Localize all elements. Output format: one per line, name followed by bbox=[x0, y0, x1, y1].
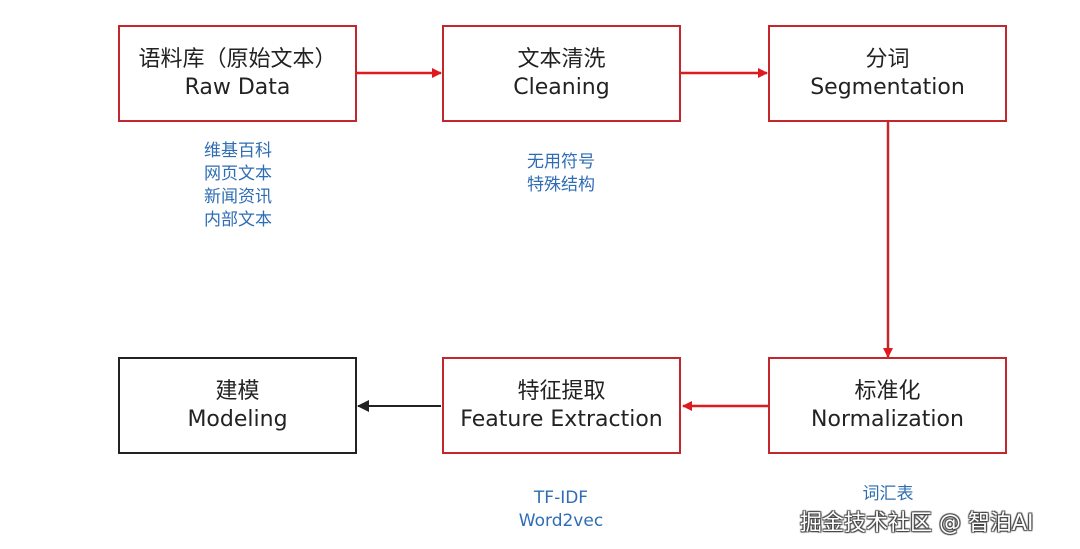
step-en: Raw Data bbox=[184, 74, 291, 100]
note-feature-extraction: TF-IDF Word2vec bbox=[501, 487, 621, 533]
note-line: 内部文本 bbox=[204, 210, 272, 230]
step-cleaning: 文本清洗 Cleaning bbox=[442, 25, 681, 122]
note-line: 特殊结构 bbox=[527, 175, 595, 195]
step-zh: 文本清洗 bbox=[517, 46, 606, 72]
step-en: Segmentation bbox=[810, 74, 965, 100]
step-zh: 建模 bbox=[215, 378, 260, 404]
step-raw-data: 语料库（原始文本） Raw Data bbox=[118, 25, 357, 122]
step-zh: 分词 bbox=[865, 46, 910, 72]
step-zh: 特征提取 bbox=[517, 378, 606, 404]
note-line: 网页文本 bbox=[204, 164, 272, 184]
step-zh: 标准化 bbox=[854, 378, 921, 404]
step-en: Feature Extraction bbox=[460, 406, 663, 432]
note-line: TF-IDF bbox=[533, 488, 589, 508]
note-line: 新闻资讯 bbox=[204, 187, 272, 207]
step-feature-extraction: 特征提取 Feature Extraction bbox=[442, 357, 681, 454]
note-line: 维基百科 bbox=[204, 141, 272, 161]
step-zh: 语料库（原始文本） bbox=[138, 46, 337, 72]
note-cleaning: 无用符号 特殊结构 bbox=[501, 151, 621, 197]
step-segmentation: 分词 Segmentation bbox=[768, 25, 1007, 122]
note-raw-data: 维基百科 网页文本 新闻资讯 内部文本 bbox=[178, 140, 298, 232]
step-en: Modeling bbox=[187, 406, 288, 432]
watermark: 掘金技术社区 @ 智泊AI bbox=[800, 511, 1034, 536]
note-normalization: 词汇表 bbox=[828, 483, 948, 506]
step-normalization: 标准化 Normalization bbox=[768, 357, 1007, 454]
note-line: Word2vec bbox=[518, 511, 604, 531]
step-modeling: 建模 Modeling bbox=[118, 357, 357, 454]
note-line: 无用符号 bbox=[527, 152, 595, 172]
step-en: Normalization bbox=[811, 406, 964, 432]
note-line: 词汇表 bbox=[862, 484, 914, 504]
step-en: Cleaning bbox=[513, 74, 610, 100]
